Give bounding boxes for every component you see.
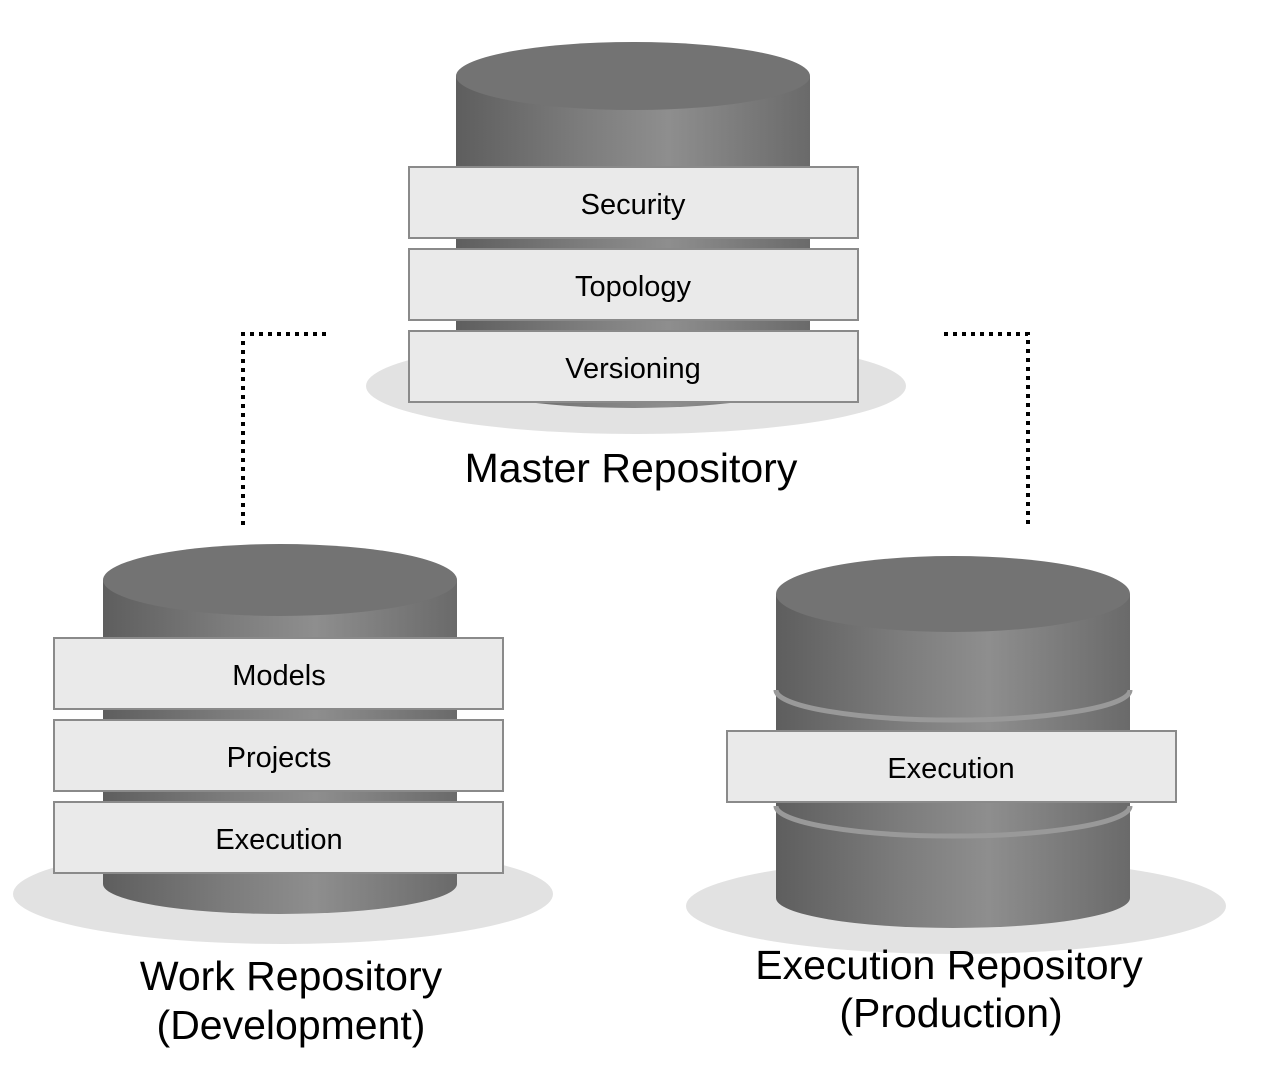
execution-cylinder-top: [776, 556, 1130, 632]
work-repository-caption-line2: (Development): [157, 1002, 426, 1048]
work-cylinder-top: [103, 544, 457, 616]
work-layer-execution: Execution: [53, 801, 504, 874]
master-cylinder-top: [456, 42, 810, 110]
execution-layer-execution-label: Execution: [887, 753, 1014, 785]
execution-layer-execution: Execution: [726, 730, 1177, 803]
master-layer-security: Security: [408, 166, 859, 239]
work-repository: Models Projects Execution Work Repositor…: [13, 544, 553, 1048]
master-layer-security-label: Security: [581, 189, 686, 221]
master-cylinder-body: [456, 76, 810, 408]
connector-master-to-work: [241, 332, 330, 525]
execution-cylinder-band-lower: [773, 805, 1133, 839]
work-layer-models-label: Models: [232, 660, 326, 692]
execution-repository-caption-line2: (Production): [839, 990, 1062, 1036]
master-repository-caption: Master Repository: [465, 445, 798, 491]
execution-cylinder-band-upper: [773, 689, 1133, 723]
master-layer-versioning: Versioning: [408, 330, 859, 403]
master-repository: Security Topology Versioning Master Repo…: [366, 42, 906, 491]
master-layer-topology: Topology: [408, 248, 859, 321]
work-repository-caption-line1: Work Repository: [140, 953, 443, 999]
connector-master-to-execution: [944, 332, 1030, 527]
work-layer-projects-label: Projects: [227, 742, 332, 774]
master-layer-topology-label: Topology: [575, 271, 692, 303]
work-layer-projects: Projects: [53, 719, 504, 792]
work-layer-models: Models: [53, 637, 504, 710]
work-layer-execution-label: Execution: [215, 824, 342, 856]
execution-repository-caption-line1: Execution Repository: [755, 942, 1143, 988]
master-layer-versioning-label: Versioning: [565, 353, 700, 385]
execution-repository: Execution Execution Repository (Producti…: [686, 556, 1226, 1036]
